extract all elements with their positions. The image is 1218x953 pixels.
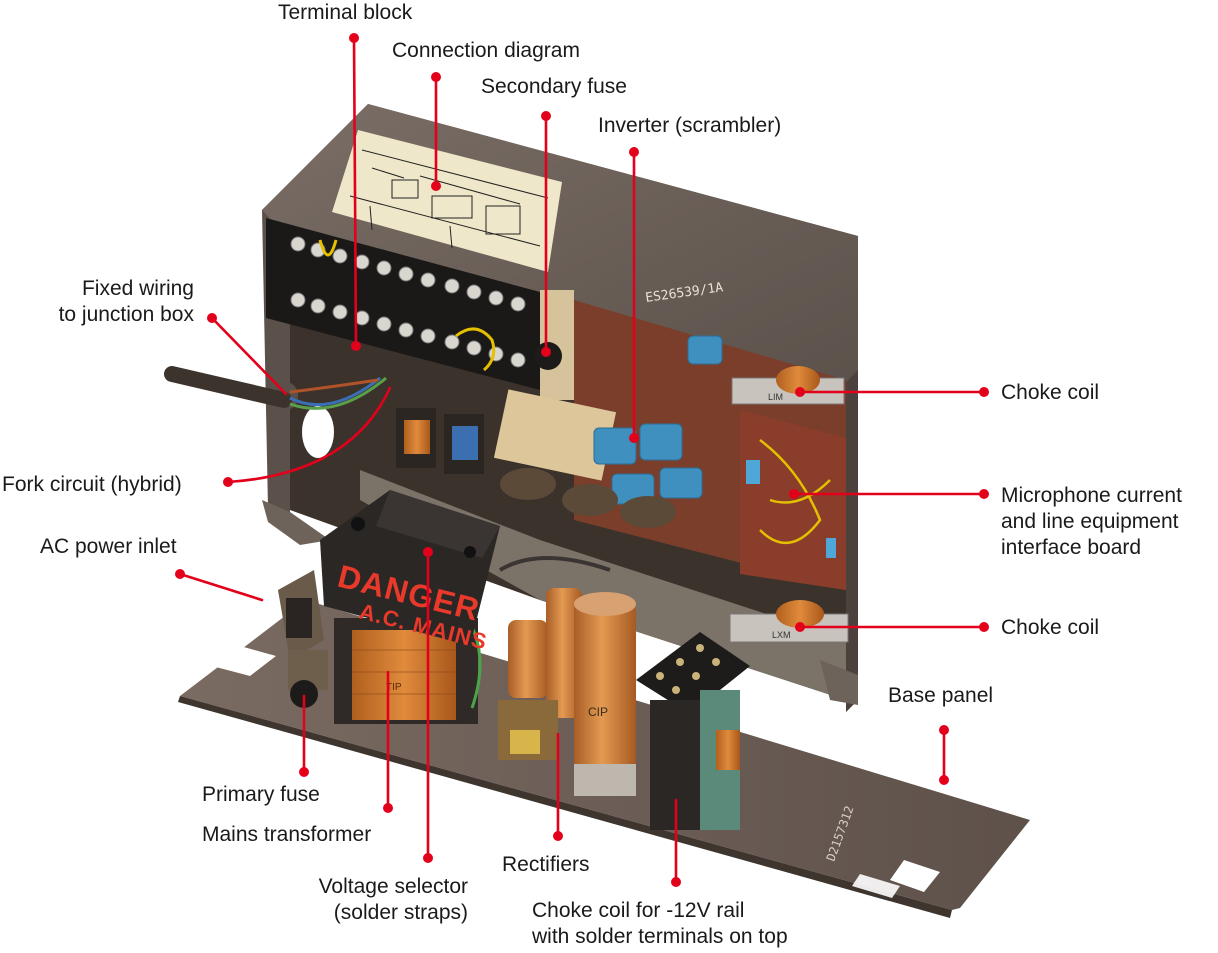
callout-ac-power-inlet: AC power inlet [40,535,177,558]
leader-fixed-wiring [210,316,288,396]
dot-terminal-block-b [351,341,361,351]
dot-voltage-selector-b [423,547,433,557]
ac-power-inlet [278,570,324,660]
callout-fork-circuit: Fork circuit (hybrid) [2,473,182,496]
dot-choke-upper-b [795,387,805,397]
dot-inverter-b [629,433,639,443]
dot-secondary-fuse-a [541,111,551,121]
choke-marking-lower: LXM [772,630,791,640]
fork-circuit-transformers [396,408,484,474]
mains-transformer [334,609,482,724]
capacitor-marking: CIP [588,705,608,719]
leader-fork-circuit [226,386,392,484]
leader-terminal-block [352,36,358,348]
rectifiers [498,700,558,760]
dot-base-panel-b [939,775,949,785]
callout-connection-diagram: Connection diagram [392,39,580,62]
dot-base-panel-a [939,725,949,735]
callout-microphone-board: Microphone current and line equipment in… [1001,484,1182,559]
danger-cover [320,490,500,646]
dot-choke-lower-a [979,622,989,632]
choke-coil-12v [636,632,750,830]
callout-rectifiers: Rectifiers [502,853,590,876]
dot-choke-12v [671,877,681,887]
dot-connection-diagram-a [431,72,441,82]
callout-fixed-wiring: Fixed wiring to junction box [58,277,194,326]
fixed-wiring [164,366,387,410]
dot-mains-transformer [383,803,393,813]
dot-fixed-wiring [207,313,217,323]
dot-microphone-board-a [979,489,989,499]
callout-choke-coil-lower: Choke coil [1001,616,1100,639]
callout-mains-transformer: Mains transformer [202,823,372,846]
dot-secondary-fuse-b [541,347,551,357]
leader-lines [178,36,986,884]
callout-inverter: Inverter (scrambler) [598,114,782,137]
dot-connection-diagram-b [431,181,441,191]
terminal-block [266,218,540,390]
capacitors [498,556,636,796]
dot-rectifiers [553,831,563,841]
callout-choke-coil-12v: Choke coil for -12V rail with solder ter… [532,899,788,948]
primary-fuse [288,650,328,708]
microphone-interface-board [740,410,846,590]
dot-primary-fuse [299,767,309,777]
transformer-marking: TIP [386,682,402,693]
dot-microphone-board-b [789,489,799,499]
secondary-fuse [534,290,574,400]
callout-primary-fuse: Primary fuse [202,783,320,806]
callout-base-panel: Base panel [888,684,994,707]
leader-ac-inlet [178,572,264,602]
dot-voltage-selector-a [423,853,433,863]
choke-marking-upper: LIM [768,392,783,402]
callout-secondary-fuse: Secondary fuse [481,75,627,98]
leader-dots [175,33,989,887]
callout-voltage-selector: Voltage selector (solder straps) [318,875,468,924]
dot-ac-inlet [175,569,185,579]
dot-inverter-a [629,147,639,157]
dot-choke-upper-a [979,387,989,397]
callout-terminal-block: Terminal block [278,1,413,24]
dot-fork-circuit [223,477,233,487]
dot-choke-lower-b [795,622,805,632]
callout-choke-coil-upper: Choke coil [1001,381,1100,404]
dot-terminal-block-a [349,33,359,43]
